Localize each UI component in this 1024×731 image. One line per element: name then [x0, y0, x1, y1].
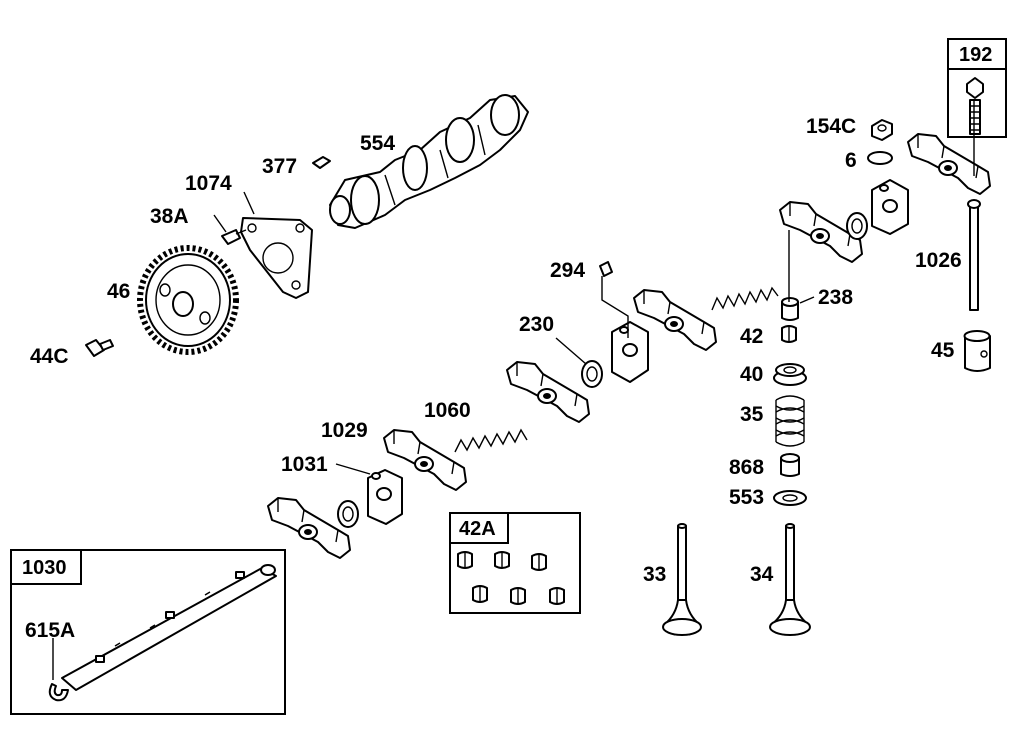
label-1029: 1029 — [321, 419, 368, 442]
rocker-shaft — [61, 564, 277, 691]
cam-gear — [137, 245, 239, 355]
label-33: 33 — [643, 563, 667, 586]
kit-42A-frame — [449, 512, 581, 614]
label-1074: 1074 — [185, 172, 232, 195]
label-1026: 1026 — [915, 249, 962, 272]
label-554: 554 — [360, 132, 396, 155]
spring-2 — [711, 286, 779, 311]
rocker-block-1031 — [367, 469, 403, 525]
valve-34 — [769, 523, 811, 636]
valve-33 — [662, 523, 702, 636]
label-553: 553 — [729, 486, 765, 509]
rocker-block-2 — [611, 321, 649, 383]
label-294: 294 — [550, 259, 586, 282]
kit-1030-frame — [10, 549, 286, 715]
label-46: 46 — [107, 280, 131, 303]
washer-1 — [337, 500, 359, 528]
kit-42A-tab: 42A — [449, 512, 509, 544]
stud-192 — [966, 77, 984, 135]
cam-plate — [240, 217, 313, 299]
label-34: 34 — [750, 563, 774, 586]
woodruff-key — [312, 156, 331, 169]
kit-42A-label: 42A — [459, 518, 496, 540]
washer-6 — [867, 151, 893, 165]
screw-38A — [221, 229, 247, 245]
bolt-44C — [85, 339, 114, 357]
valve-seal-868 — [780, 453, 800, 477]
washer-553 — [773, 490, 807, 506]
rocker-arm-5 — [907, 133, 991, 195]
washer-2 — [846, 212, 868, 240]
label-35: 35 — [740, 403, 764, 426]
label-6: 6 — [845, 149, 857, 172]
label-40: 40 — [740, 363, 764, 386]
label-238: 238 — [818, 286, 854, 309]
nut-154C — [871, 119, 893, 141]
label-38A: 38A — [150, 205, 189, 228]
rocker-block-3 — [871, 179, 909, 235]
kit-1030-tab: 1030 — [10, 549, 82, 585]
clip-615A — [48, 683, 69, 702]
label-44C: 44C — [30, 345, 69, 368]
camshaft — [329, 94, 529, 229]
label-615A: 615A — [25, 619, 76, 642]
valve-cap — [781, 297, 799, 321]
tappet — [963, 330, 991, 372]
collet-42 — [781, 325, 797, 343]
label-230: 230 — [519, 313, 555, 336]
valve-spring-35 — [775, 395, 805, 447]
kit-192-label: 192 — [959, 44, 993, 66]
label-42: 42 — [740, 325, 764, 348]
kit-1030-label: 1030 — [22, 557, 67, 579]
kit-192-tab: 192 — [947, 38, 1007, 70]
spring-1060 — [454, 428, 528, 453]
leader-lines — [52, 100, 975, 680]
screw-294 — [599, 261, 613, 277]
rocker-arm-2 — [506, 361, 590, 423]
label-1060: 1060 — [424, 399, 471, 422]
label-45: 45 — [931, 339, 955, 362]
label-1031: 1031 — [281, 453, 328, 476]
retainer-40 — [773, 363, 807, 386]
pushrod — [967, 199, 981, 311]
label-377: 377 — [262, 155, 298, 178]
label-154C: 154C — [806, 115, 857, 138]
label-868: 868 — [729, 456, 765, 479]
washer-230 — [581, 360, 603, 388]
